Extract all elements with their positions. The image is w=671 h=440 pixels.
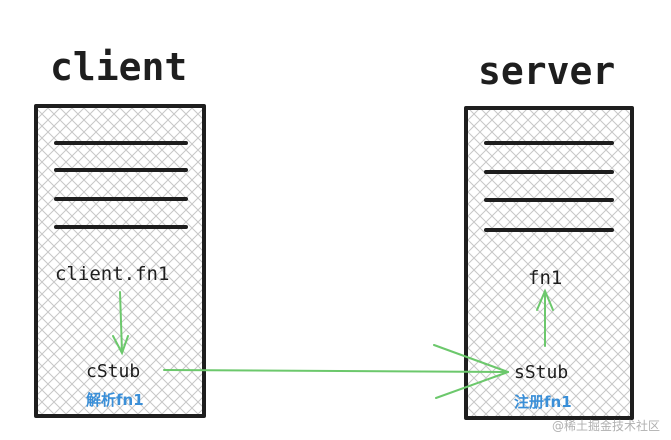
server-stub-note: 注册fn1 xyxy=(514,393,572,411)
server-stub-label: sStub xyxy=(514,362,568,383)
client-stub-note: 解析fn1 xyxy=(86,391,144,409)
watermark: @稀土掘金技术社区 xyxy=(552,418,660,433)
client-stub-label: cStub xyxy=(86,361,140,382)
arrow-sstub-to-fn xyxy=(536,288,554,347)
client-box xyxy=(34,104,206,418)
server-title: server xyxy=(478,49,615,93)
client-call-label: client.fn1 xyxy=(55,263,169,285)
arrow-cstub-to-sstub xyxy=(163,344,509,399)
server-fn-label: fn1 xyxy=(528,267,562,289)
client-title: client xyxy=(50,45,187,89)
arrow-call-to-cstub xyxy=(112,291,129,356)
